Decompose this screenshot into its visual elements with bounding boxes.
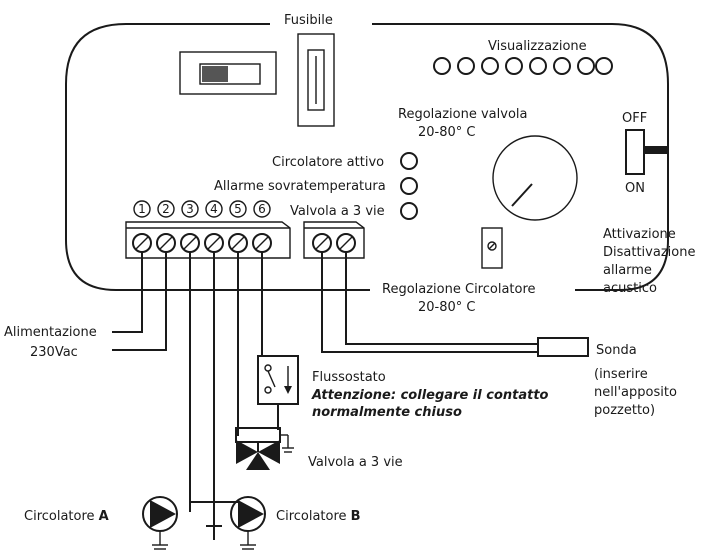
power-label-1: Alimentazione xyxy=(4,325,97,340)
activation-label-1: Attivazione xyxy=(603,227,676,242)
terminal-number: 4 xyxy=(210,202,218,216)
warning-line-1: Attenzione: collegare il contatto xyxy=(311,388,549,403)
switch-on-label: ON xyxy=(625,181,645,196)
circulator-wires xyxy=(189,252,263,540)
circulator-active-label: Circolatore attivo xyxy=(272,155,384,170)
circulator-b-pump-icon xyxy=(230,496,266,550)
terminal-number: 5 xyxy=(234,202,242,216)
power-label-2: 230Vac xyxy=(30,345,78,360)
circulator-range-label: 20-80° C xyxy=(418,300,475,315)
terminal-number: 6 xyxy=(258,202,266,216)
warning-line-2: normalmente chiuso xyxy=(312,405,462,420)
activation-label-2: Disattivazione xyxy=(603,245,695,260)
circulator-a-pump-icon xyxy=(142,496,178,550)
terminal-number: 2 xyxy=(162,202,170,216)
three-way-valve-icon xyxy=(235,427,294,470)
circulator-regulation-label: Regolazione Circolatore xyxy=(382,282,536,297)
fuse-label: Fusibile xyxy=(284,13,333,28)
activation-label-4: acustico xyxy=(603,281,657,296)
terminal-block-main[interactable] xyxy=(125,221,291,259)
probe-sensor xyxy=(537,337,589,357)
circulator-regulation-trimmer[interactable] xyxy=(481,227,503,269)
fuse-icon xyxy=(297,33,335,127)
switch-off-label: OFF xyxy=(622,111,647,126)
probe-note-2: nell'apposito xyxy=(594,385,677,400)
alarm-toggle-switch[interactable] xyxy=(625,129,668,175)
flow-switch-label: Flussostato xyxy=(312,370,386,385)
activation-label-3: allarme xyxy=(603,263,652,278)
terminal-block-probe[interactable] xyxy=(303,221,365,259)
terminal-numbers: 1 2 3 4 5 6 xyxy=(133,200,271,218)
slide-switch[interactable] xyxy=(179,51,277,95)
overtemp-alarm-led xyxy=(400,177,418,195)
display-label: Visualizzazione xyxy=(488,39,587,54)
circulator-active-led xyxy=(400,152,418,170)
circulator-b-label: Circolatore B xyxy=(276,509,361,524)
display-leds xyxy=(433,57,613,75)
three-way-valve-label: Valvola a 3 vie xyxy=(308,455,403,470)
three-way-valve-led-label: Valvola a 3 vie xyxy=(290,204,385,219)
power-wires xyxy=(112,252,167,351)
valve-range-label: 20-80° C xyxy=(418,125,475,140)
switch-slider xyxy=(202,66,228,82)
flow-switch-icon xyxy=(257,355,299,430)
valve-regulation-label: Regolazione valvola xyxy=(398,107,528,122)
circulator-a-label: Circolatore A xyxy=(24,509,109,524)
controller-housing xyxy=(65,23,669,291)
probe-label: Sonda xyxy=(596,343,637,358)
three-way-valve-led xyxy=(400,202,418,220)
probe-wires xyxy=(321,252,538,353)
overtemp-alarm-label: Allarme sovratemperatura xyxy=(214,179,386,194)
terminal-number: 3 xyxy=(186,202,194,216)
terminal-number: 1 xyxy=(138,202,146,216)
valve-regulation-knob[interactable] xyxy=(492,135,578,221)
probe-note-3: pozzetto) xyxy=(594,403,655,418)
probe-note-1: (inserire xyxy=(594,367,648,382)
